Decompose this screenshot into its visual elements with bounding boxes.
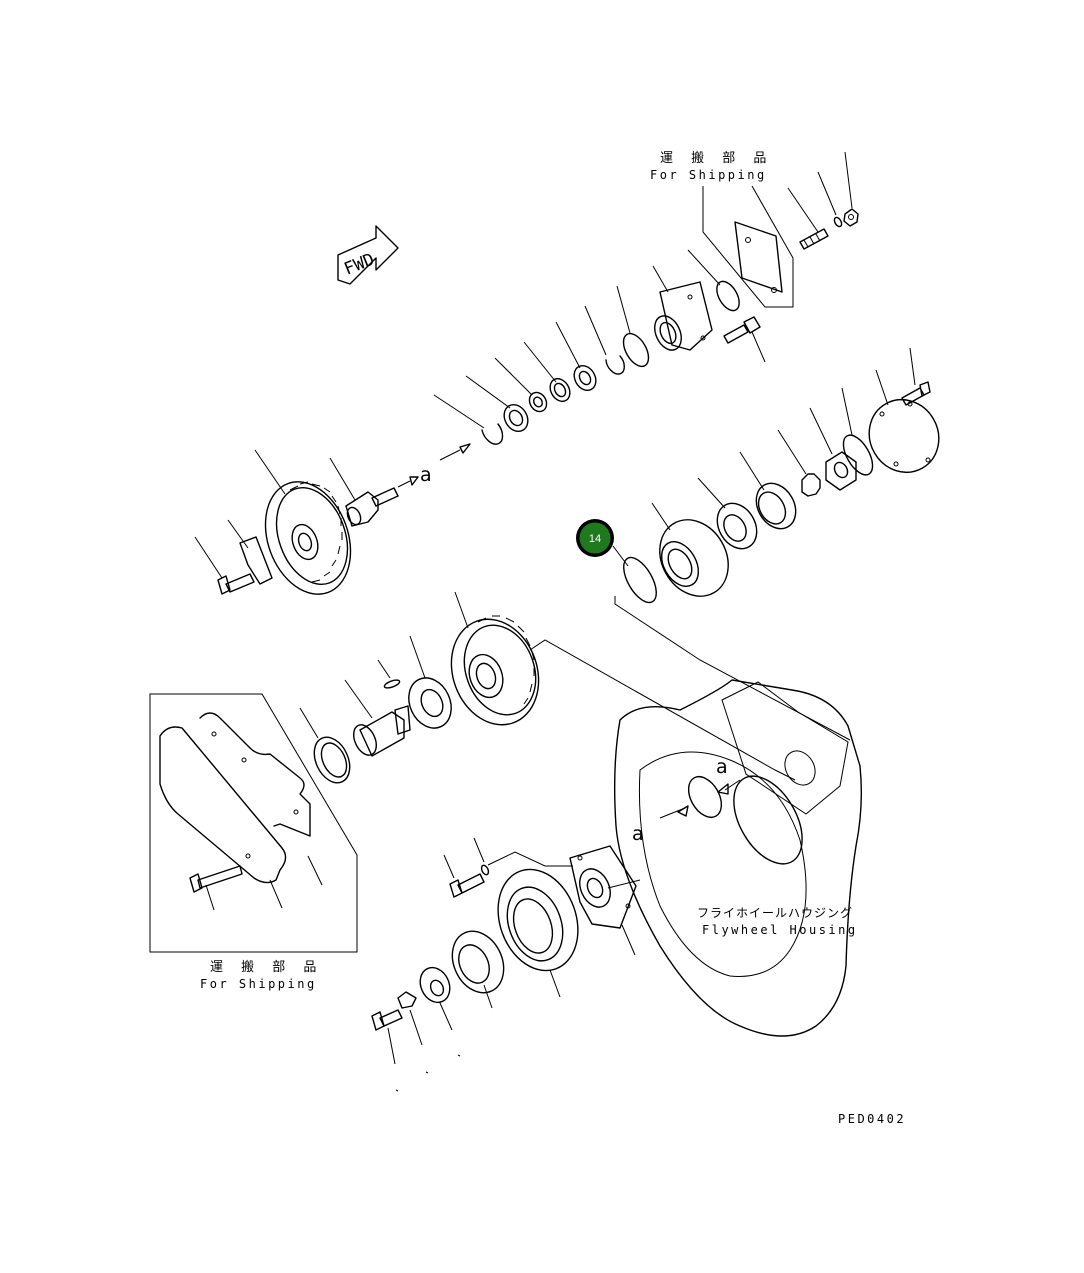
shipping-group-left: 運 搬 部 品 For Shipping	[149, 693, 358, 991]
callout-number[interactable]: 14	[589, 533, 601, 545]
cover-plate	[734, 221, 783, 293]
shipping-box-top	[702, 185, 794, 308]
bearing-housing-top	[654, 281, 713, 351]
shipping-group-top: 運 搬 部 品 For Shipping	[650, 151, 859, 312]
flywheel-housing-label-jp: フライホイールハウジング	[697, 906, 853, 920]
shipping-label-top-jp: 運 搬 部 品	[660, 151, 773, 166]
middle-shaft-parts	[299, 591, 796, 784]
ref-a-housing-left: a	[632, 823, 644, 845]
fwd-label: FWD	[341, 250, 377, 280]
right-shaft-parts	[612, 347, 940, 741]
fwd-arrow-icon: FWD	[337, 225, 399, 285]
shipping-label-left-en: For Shipping	[200, 977, 317, 991]
flywheel-housing: a a フライホイールハウジング Flywheel Housing	[613, 679, 863, 1037]
large-gear-upper	[264, 481, 352, 595]
ref-a-upper: a	[420, 464, 432, 486]
shipping-box-left	[149, 693, 358, 953]
bolt-top	[799, 208, 859, 250]
flywheel-housing-label-en: Flywheel Housing	[702, 923, 858, 937]
callout-badge[interactable]	[579, 522, 611, 554]
lower-shaft-parts	[371, 837, 641, 1092]
shipping-label-top-en: For Shipping	[650, 168, 767, 182]
upper-shaft-parts: a	[194, 249, 766, 595]
ref-a-housing-top: a	[716, 756, 728, 778]
drawing-code: PED0402	[838, 1112, 906, 1126]
o-ring-item-14	[623, 556, 657, 604]
stub-shaft	[345, 487, 399, 527]
o-ring-top	[716, 280, 740, 312]
shipping-label-left-jp: 運 搬 部 品	[210, 960, 323, 975]
callout-14[interactable]: 14	[576, 519, 614, 557]
